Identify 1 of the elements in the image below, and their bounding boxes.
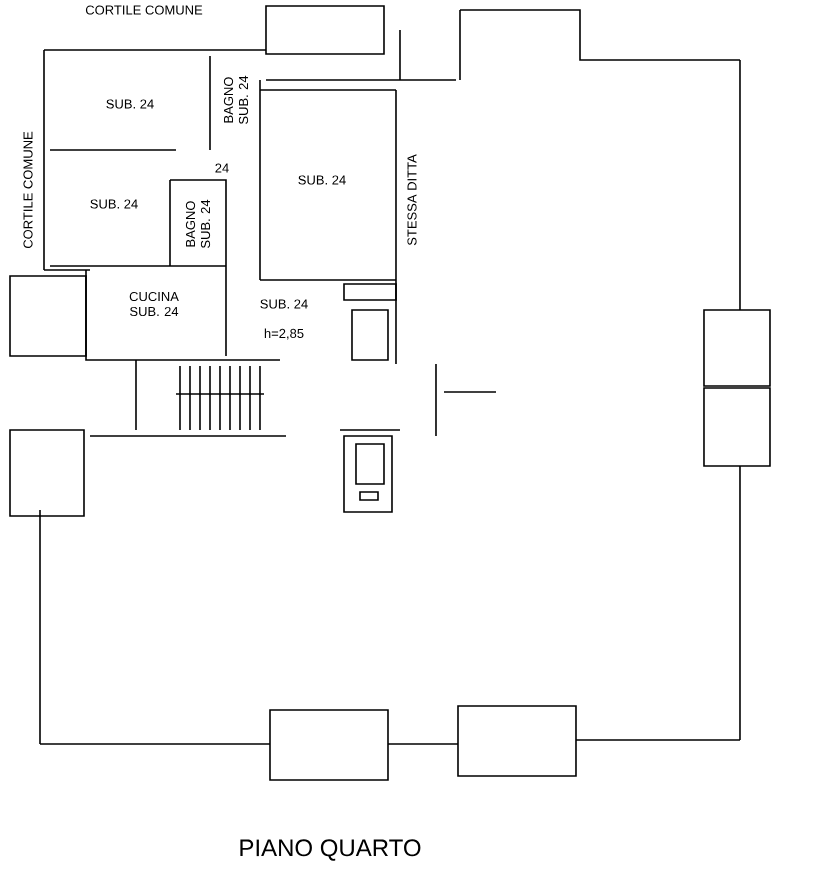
plan-title: PIANO QUARTO: [240, 839, 421, 861]
